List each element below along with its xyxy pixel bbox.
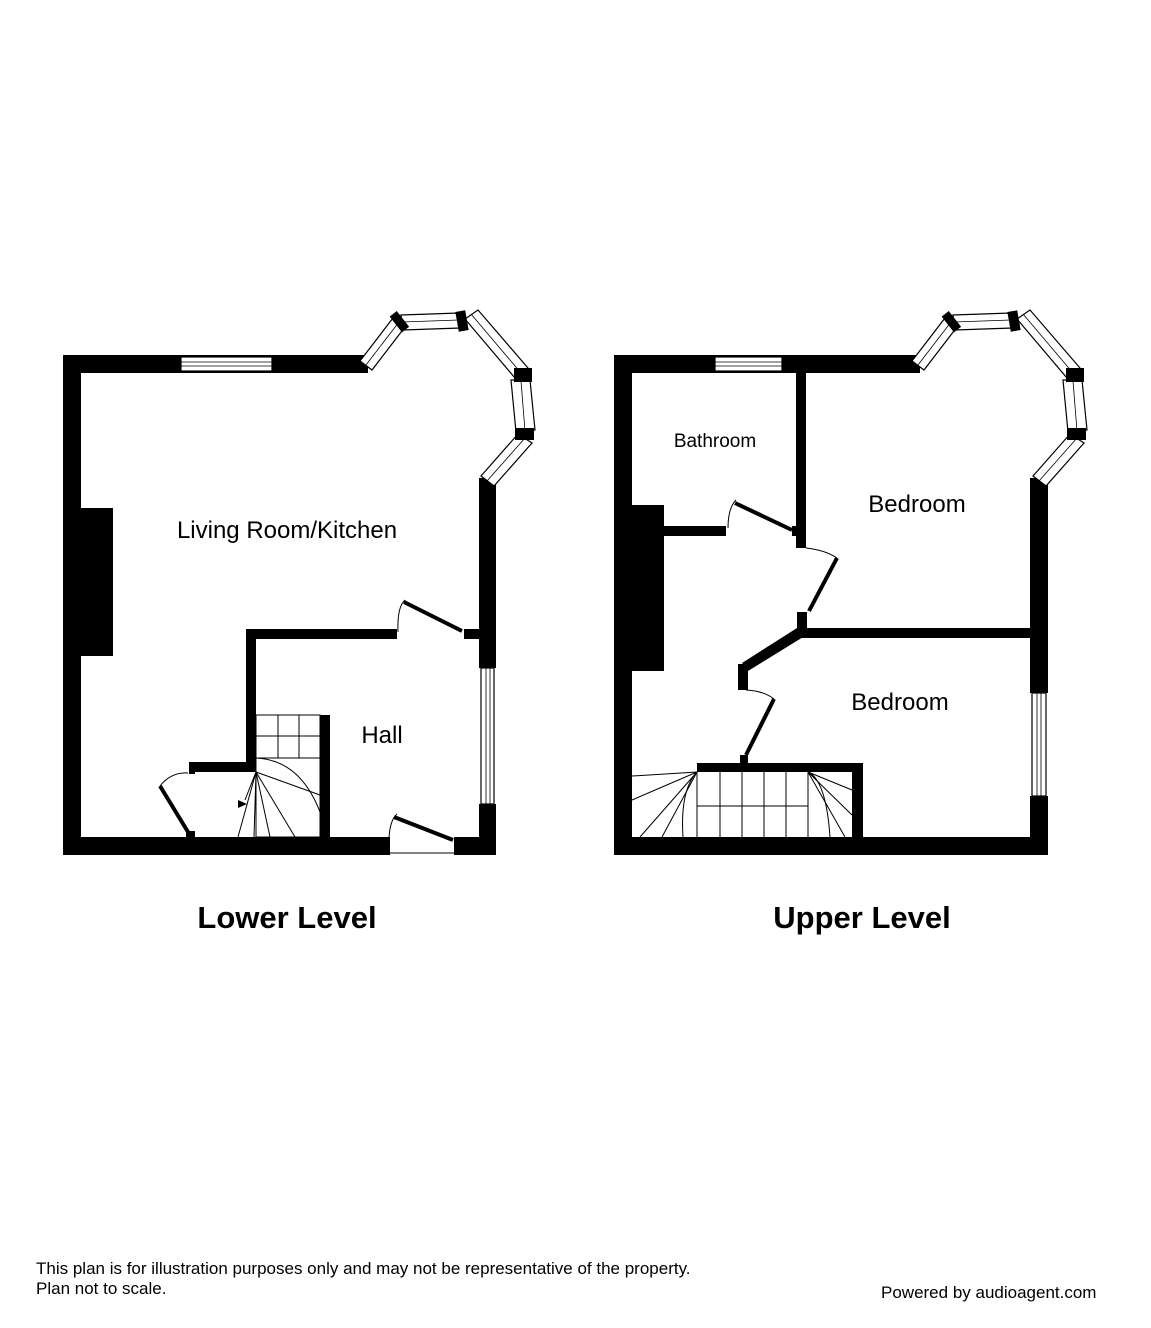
room-label-living-kitchen: Living Room/Kitchen [177,517,397,544]
disclaimer-line-1: This plan is for illustration purposes o… [36,1259,691,1278]
upper-stair-jamb [740,755,748,765]
lower-wall-right-lower [479,804,496,855]
lower-hall-wall-top-right [464,629,496,639]
disclaimer-line-2: Plan not to scale. [36,1279,167,1298]
upper-bathroom-wall-bottom [664,526,726,536]
upper-wall-right-lower [1030,796,1048,855]
powered-by-credit: Powered by audioagent.com [881,1283,1097,1302]
plan-disclaimer: This plan is for illustration purposes o… [36,1259,691,1299]
lower-hall-wall-left [246,629,256,772]
lower-wall-right-upper [479,478,496,668]
upper-level-title: Upper Level [773,900,950,935]
lower-bay-window [359,309,536,487]
lower-front-door-jamb-left [383,837,390,855]
lower-level-plan: Living Room/Kitchen Hall Lower Level [63,309,536,935]
upper-door-bedroom-1 [805,547,839,612]
room-label-bedroom-1: Bedroom [868,491,965,518]
lower-chimney-breast [63,508,113,656]
upper-door-bedroom-2 [744,689,776,756]
upper-stair-wall-right [852,763,863,855]
upper-bathroom-jamb [792,526,806,536]
upper-level-plan: Bathroom Bedroom Bedroom Upper Level [614,309,1088,935]
lower-window-right [480,667,495,805]
lower-window-top [180,356,273,372]
upper-bedroom-divider [797,628,1048,638]
upper-landing-diagonal [742,628,808,671]
upper-bathroom-wall-right [796,373,806,536]
upper-window-top [714,356,783,372]
lower-cupboard-wall [189,762,256,772]
lower-front-door-jamb-right [454,837,460,855]
upper-wall-bottom [614,837,1048,855]
upper-wall-right-upper [1030,478,1048,693]
room-label-hall: Hall [361,722,402,749]
upper-door-bathroom [727,499,793,532]
lower-cupboard-jamb [189,762,195,774]
lower-front-door [388,813,454,842]
lower-front-door-gap [388,837,456,855]
upper-bedroom-divider-stub [797,612,807,630]
upper-landing-wall [738,664,748,690]
lower-staircase [237,714,321,838]
upper-staircase [631,771,853,838]
room-label-bathroom: Bathroom [674,431,756,452]
room-label-bedroom-2: Bedroom [851,689,948,716]
upper-bedroom-jamb [796,536,806,548]
upper-stair-wall-top [697,763,863,772]
lower-cupboard-door [158,772,195,837]
upper-bay-window [911,309,1088,487]
lower-hall-wall-top [246,629,397,639]
upper-window-right [1031,692,1047,797]
lower-door-living-hall [397,599,463,633]
lower-level-title: Lower Level [197,900,376,935]
upper-chimney-breast [614,505,664,671]
lower-stair-wall [320,715,330,855]
